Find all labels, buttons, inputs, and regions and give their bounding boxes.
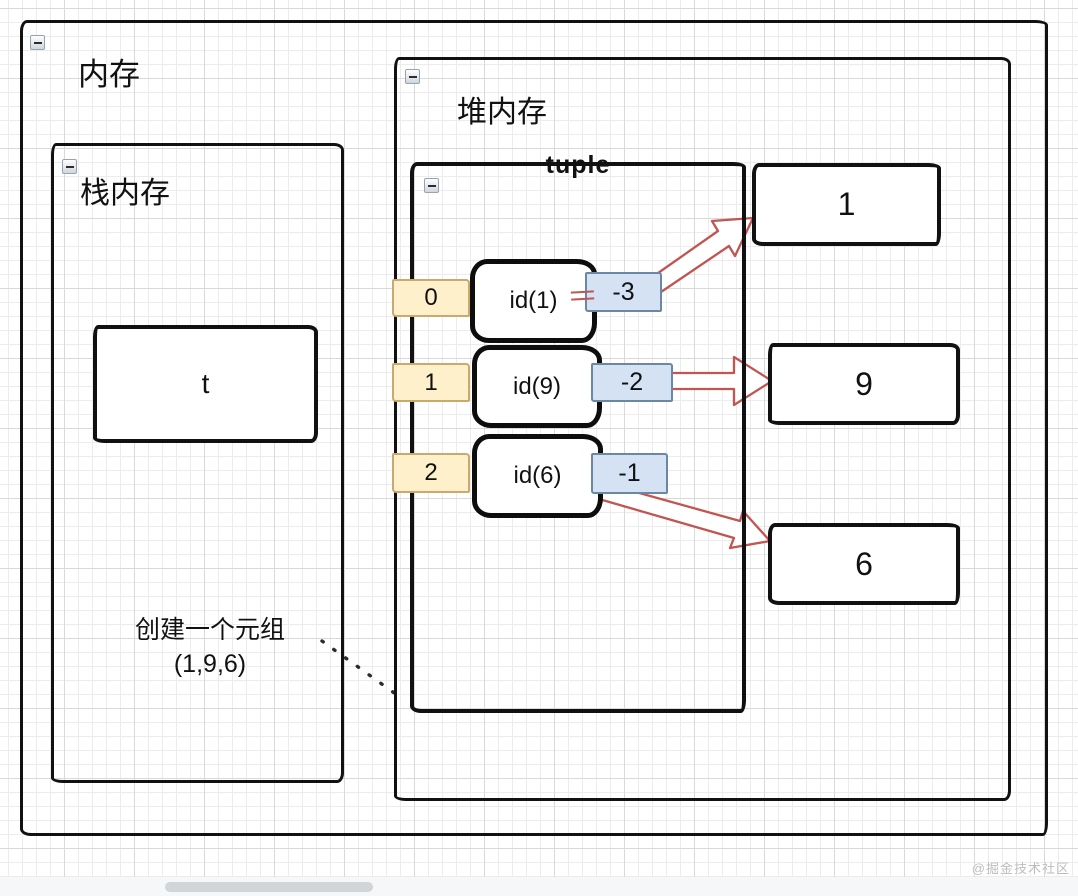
variable-t-label: t	[201, 368, 210, 399]
ref-box-2: -1	[591, 453, 668, 494]
collapse-icon[interactable]	[424, 178, 439, 193]
stack-memory-label: 栈内存	[80, 177, 170, 210]
id-label: id(6)	[513, 462, 562, 489]
minus-glyph	[427, 184, 436, 187]
id-box-1: id(9)	[472, 345, 602, 428]
horizontal-scrollbar-thumb[interactable]	[165, 882, 373, 892]
minus-glyph	[408, 75, 417, 78]
tuple-box: tuple	[410, 151, 746, 713]
value-box-1: 1	[752, 163, 941, 246]
id-label: id(9)	[512, 372, 561, 400]
collapse-icon[interactable]	[30, 35, 45, 50]
stack-memory-box: 栈内存	[51, 143, 344, 783]
memory-label: 内存	[78, 57, 140, 92]
value-box-6: 6	[768, 523, 960, 605]
tuple-index-2: 2	[392, 453, 470, 493]
collapse-icon[interactable]	[62, 159, 77, 174]
id-box-2: id(6)	[472, 434, 603, 518]
variable-t-box: t	[93, 325, 318, 443]
ref-label: -2	[620, 368, 644, 396]
ref-box-1: -2	[591, 363, 673, 402]
index-label: 1	[424, 368, 438, 396]
collapse-icon[interactable]	[405, 69, 420, 84]
value-label: 1	[837, 186, 856, 222]
watermark: @掘金技术社区	[971, 861, 1070, 876]
minus-glyph	[65, 165, 74, 168]
id-label: id(1)	[509, 287, 558, 314]
value-box-9: 9	[768, 343, 960, 425]
tuple-index-0: 0	[392, 279, 470, 317]
value-label: 9	[855, 365, 873, 402]
arrow-tail-mark	[570, 290, 595, 301]
memory-box: 内存	[20, 20, 1048, 836]
index-label: 0	[424, 284, 438, 311]
horizontal-scrollbar-track[interactable]	[0, 877, 1078, 896]
value-label: 6	[855, 545, 873, 582]
annotation-line1: 创建一个元组	[134, 616, 285, 644]
index-label: 2	[424, 459, 438, 486]
tuple-index-1: 1	[392, 363, 470, 402]
tuple-label: tuple	[545, 151, 611, 179]
minus-glyph	[33, 41, 42, 44]
annotation-note: 创建一个元组 (1,9,6)	[116, 613, 304, 681]
heap-memory-box: 堆内存	[394, 57, 1011, 801]
heap-memory-label: 堆内存	[457, 96, 547, 129]
ref-box-0: -3	[585, 272, 662, 312]
ref-label: -3	[612, 277, 635, 306]
id-box-0: id(1)	[470, 259, 597, 343]
annotation-line2: (1,9,6)	[173, 650, 247, 678]
ref-label: -1	[618, 459, 641, 487]
